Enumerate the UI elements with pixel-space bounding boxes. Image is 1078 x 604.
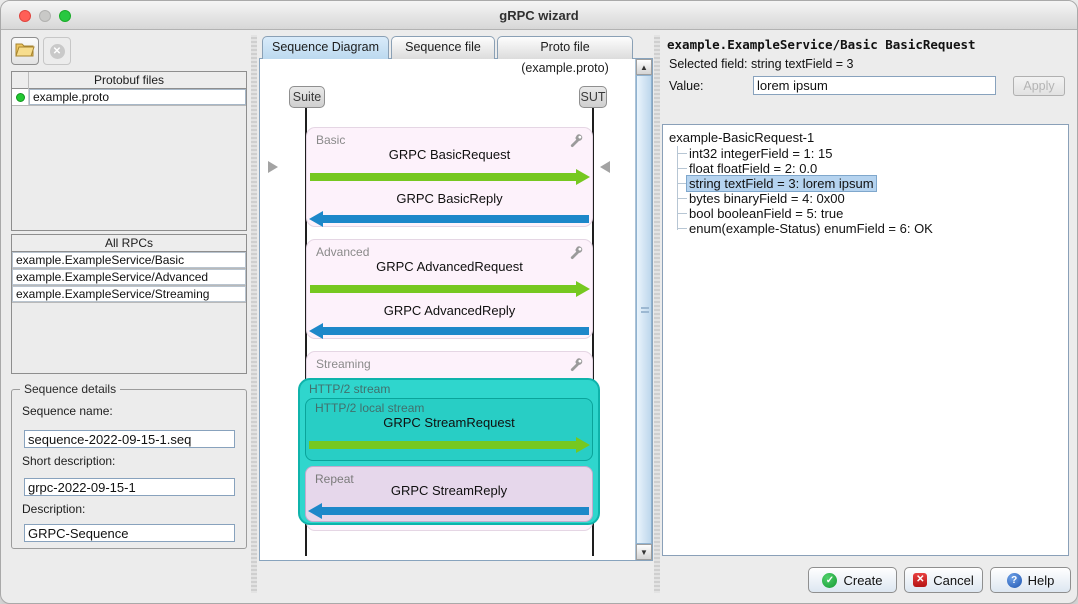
http2-local-stream-label: HTTP/2 local stream <box>315 401 425 415</box>
folder-open-icon <box>15 41 35 62</box>
tree-connector <box>677 146 678 230</box>
sequence-diagram-canvas[interactable]: Suite SUT Basic GRPC BasicRequest GRPC B… <box>259 58 653 561</box>
block-basic-label: Basic <box>316 133 346 147</box>
short-description-label: Short description: <box>22 454 116 468</box>
arrow-basic-request <box>309 169 590 185</box>
x-icon: ✕ <box>913 573 928 587</box>
sequence-details-title: Sequence details <box>20 382 121 396</box>
arrow-stream-reply <box>308 503 590 519</box>
http2-stream-label: HTTP/2 stream <box>309 382 391 396</box>
minimize-window-button[interactable] <box>39 10 51 22</box>
tree-item-binaryField[interactable]: bytes binaryField = 4: 0x00 <box>689 191 845 206</box>
scrollbar-grip-icon <box>641 306 649 313</box>
wrench-icon[interactable] <box>569 245 584 260</box>
block-repeat[interactable]: Repeat GRPC StreamReply <box>305 466 593 522</box>
window-title: gRPC wizard <box>499 8 579 23</box>
block-http2-stream[interactable]: HTTP/2 stream HTTP/2 local stream GRPC S… <box>298 378 600 525</box>
message-marker-left-icon <box>268 161 278 173</box>
tree-item-floatField[interactable]: float floatField = 2: 0.0 <box>689 161 818 176</box>
message-basic-request[interactable]: GRPC BasicRequest <box>388 147 511 162</box>
rpc-row-basic[interactable]: example.ExampleService/Basic <box>12 252 246 269</box>
block-http2-local-stream[interactable]: HTTP/2 local stream GRPC StreamRequest <box>305 398 593 461</box>
tab-proto-file[interactable]: Proto file (example.proto) <box>497 36 633 75</box>
block-advanced-label: Advanced <box>316 245 370 259</box>
block-streaming-label: Streaming <box>316 357 371 371</box>
selected-field-text: Selected field: string textField = 3 <box>669 57 854 71</box>
actor-sut[interactable]: SUT <box>579 86 607 108</box>
message-stream-reply[interactable]: GRPC StreamReply <box>390 483 508 498</box>
rpc-row-advanced[interactable]: example.ExampleService/Advanced <box>12 269 246 286</box>
description-label: Description: <box>22 502 86 516</box>
message-marker-right-icon <box>600 161 610 173</box>
scroll-down-button[interactable]: ▼ <box>636 544 652 560</box>
sequence-name-label: Sequence name: <box>22 404 113 418</box>
diagram-scrollbar[interactable]: ▲ ▼ <box>635 59 652 560</box>
question-icon: ? <box>1006 572 1022 588</box>
remove-icon: ✕ <box>49 43 65 59</box>
repeat-label: Repeat <box>315 472 354 486</box>
rpc-row-streaming[interactable]: example.ExampleService/Streaming <box>12 286 246 303</box>
close-window-button[interactable] <box>19 10 31 22</box>
zoom-window-button[interactable] <box>59 10 71 22</box>
wrench-icon[interactable] <box>569 357 584 372</box>
sequence-details-group: Sequence details Sequence name: Short de… <box>11 382 247 549</box>
status-column-header <box>12 72 29 89</box>
remove-proto-file-button[interactable]: ✕ <box>43 37 71 65</box>
short-description-input[interactable] <box>24 478 235 496</box>
check-icon: ✓ <box>822 572 838 588</box>
field-value-input[interactable] <box>753 76 996 95</box>
protobuf-file-name[interactable]: example.proto <box>29 89 246 105</box>
message-stream-request[interactable]: GRPC StreamRequest <box>383 415 515 430</box>
lifeline-sut <box>592 108 594 556</box>
all-rpcs-table: All RPCs example.ExampleService/Basic ex… <box>11 234 247 374</box>
protobuf-file-row[interactable]: example.proto <box>12 89 246 106</box>
create-button[interactable]: ✓ Create <box>808 567 897 593</box>
message-basic-reply[interactable]: GRPC BasicReply <box>396 191 503 206</box>
arrow-advanced-request <box>309 281 590 297</box>
tab-sequence-diagram[interactable]: Sequence Diagram <box>262 36 389 59</box>
tab-sequence-file[interactable]: Sequence file <box>391 36 495 59</box>
wrench-icon[interactable] <box>569 133 584 148</box>
block-basic[interactable]: Basic GRPC BasicRequest GRPC BasicReply <box>306 127 593 227</box>
arrow-basic-reply <box>309 211 590 227</box>
tree-root[interactable]: example-BasicRequest-1 <box>669 130 815 145</box>
protobuf-files-table: Protobuf files example.proto <box>11 71 247 231</box>
status-ok-icon <box>15 92 25 102</box>
actor-suite[interactable]: Suite <box>289 86 325 108</box>
block-advanced[interactable]: Advanced GRPC AdvancedRequest GRPC Advan… <box>306 239 593 339</box>
cancel-button[interactable]: ✕ Cancel <box>904 567 983 593</box>
protobuf-files-header: Protobuf files <box>12 72 246 89</box>
titlebar: gRPC wizard <box>1 1 1077 30</box>
message-advanced-reply[interactable]: GRPC AdvancedReply <box>383 303 516 318</box>
scroll-up-button[interactable]: ▲ <box>636 59 652 75</box>
message-advanced-request[interactable]: GRPC AdvancedRequest <box>376 259 523 274</box>
chevron-down-icon: ▼ <box>640 548 648 557</box>
scrollbar-thumb[interactable] <box>636 75 652 544</box>
right-splitter[interactable] <box>654 35 660 593</box>
message-fields-tree[interactable]: example-BasicRequest-1 int32 integerFiel… <box>662 124 1069 556</box>
arrow-stream-request <box>308 437 590 453</box>
left-splitter[interactable] <box>251 35 257 593</box>
value-label: Value: <box>669 79 704 93</box>
tree-item-integerField[interactable]: int32 integerField = 1: 15 <box>689 146 833 161</box>
selected-rpc-title: example.ExampleService/Basic BasicReques… <box>667 37 976 52</box>
arrow-advanced-reply <box>309 323 590 339</box>
tree-item-textField-selected[interactable]: string textField = 3: lorem ipsum <box>686 175 877 192</box>
help-button[interactable]: ? Help <box>990 567 1071 593</box>
sequence-name-input[interactable] <box>24 430 235 448</box>
tree-item-enumField[interactable]: enum(example-Status) enumField = 6: OK <box>689 221 933 236</box>
open-proto-file-button[interactable] <box>11 37 39 65</box>
all-rpcs-header: All RPCs <box>12 235 246 252</box>
chevron-up-icon: ▲ <box>640 63 648 72</box>
apply-button[interactable]: Apply <box>1013 76 1065 96</box>
description-input[interactable] <box>24 524 235 542</box>
tree-item-booleanField[interactable]: bool booleanField = 5: true <box>689 206 844 221</box>
